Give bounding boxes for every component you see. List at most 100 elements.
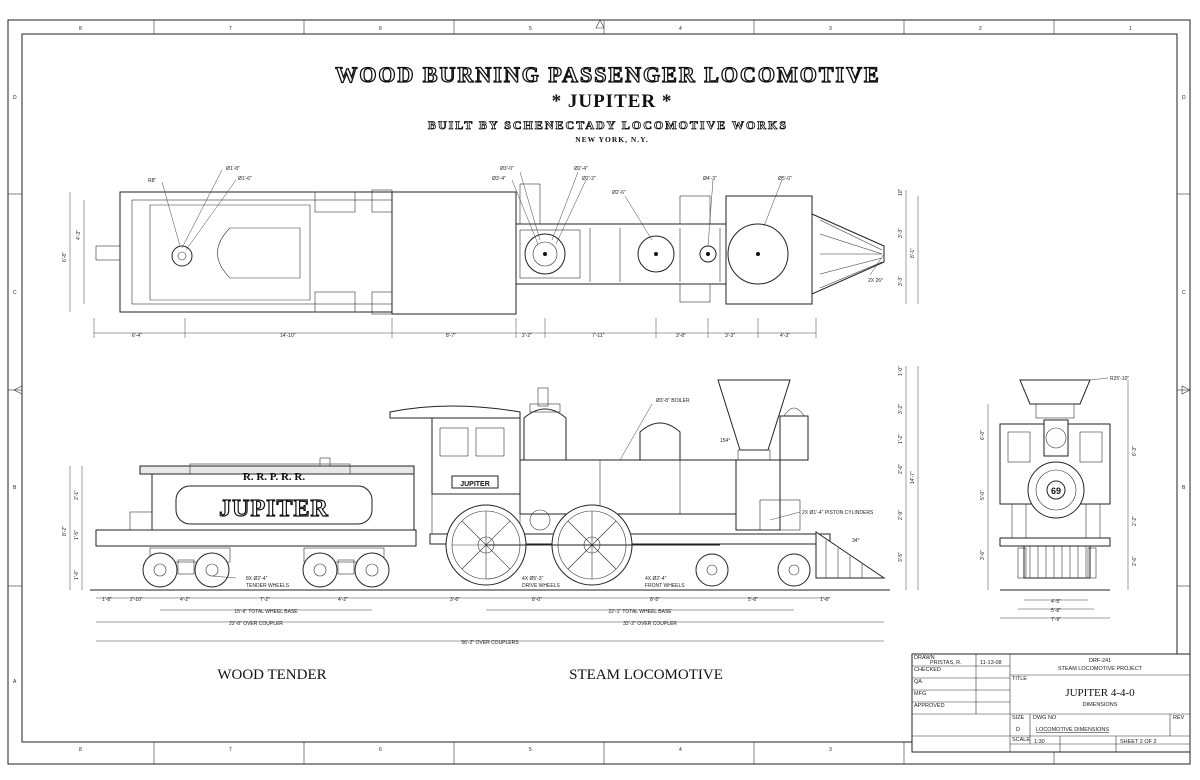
drive-wheels-note: 4X Ø5'-3" (522, 576, 544, 582)
dim-label: 1'-6" (820, 597, 830, 603)
col-label-bottom: 8 (79, 747, 82, 753)
tb-scale: 1:30 (1034, 739, 1045, 745)
drive-wheels-note: DRIVE WHEELS (522, 583, 560, 589)
dim-label: 3'-3" (725, 333, 735, 339)
col-label-top: 8 (79, 26, 82, 32)
dim-label: 1'-2" (898, 434, 904, 444)
dim-label: 3'-2" (898, 404, 904, 414)
col-label-top: 2 (979, 26, 982, 32)
tb-qa-label: QA (914, 679, 922, 685)
dim-label: 3'-8" (676, 333, 686, 339)
tender-wheels-note: TENDER WHEELS (246, 583, 290, 589)
col-label-bottom: 4 (679, 747, 682, 753)
row-label-left: D (13, 95, 17, 101)
locomotive-caption: STEAM LOCOMOTIVE (569, 667, 723, 683)
tb-sheet: SHEET 2 OF 2 (1120, 739, 1157, 745)
dim-label: Ø2'-2" (582, 176, 596, 182)
dim-label: 8'-5" (650, 597, 660, 603)
col-label-top: 1 (1129, 26, 1132, 32)
tb-dwg-no: LOCOMOTIVE DIMENSIONS (1036, 727, 1109, 733)
tender-lettering: R. R. P. R. R. (243, 471, 305, 483)
dim-label: 2'-2" (1132, 516, 1138, 526)
radius-note: R25'-10" (1110, 376, 1129, 382)
dim-label: 22'-1" TOTAL WHEEL BASE (608, 609, 672, 615)
angle-note: 34° (852, 538, 860, 544)
col-label-bottom: 7 (229, 747, 232, 753)
dim-label: 1'-5" (74, 530, 80, 540)
dim-label: 2'-10" (130, 597, 143, 603)
row-label-left: C (13, 290, 17, 296)
col-label-top: 7 (229, 26, 232, 32)
dim-label: 32'-2" OVER COUPLER (623, 621, 677, 627)
dim-label: 3'-5" (898, 552, 904, 562)
front-wheels-note: 4X Ø2'-4" (645, 576, 667, 582)
tb-mfg-label: MFG (914, 691, 926, 697)
dim-label: Ø3'-4" (492, 176, 506, 182)
location-text: NEW YORK, N.Y. (575, 135, 649, 144)
tb-project-no: DRF-241 (1089, 658, 1111, 664)
cab-nameplate: JUPITER (460, 481, 490, 488)
tb-scale-label: SCALE (1012, 737, 1030, 743)
tb-project: STEAM LOCOMOTIVE PROJECT (1058, 666, 1143, 672)
tender-wheels-note: 8X Ø2'-4" (246, 576, 268, 582)
top-view: R8" Ø1'-8" Ø1'-6" Ø3'-0" Ø3'-4" Ø2'-4" Ø… (62, 166, 919, 339)
col-label-top: 6 (379, 26, 382, 32)
tb-drawing-sub: DIMENSIONS (1083, 702, 1118, 708)
tb-drawn-label: DRAWN (914, 655, 935, 661)
dim-label: 56'-2" OVER COUPLERS (461, 640, 519, 646)
dim-label: 14'-10" (280, 333, 296, 339)
col-label-top: 5 (529, 26, 532, 32)
builder-text: BUILT BY SCHENECTADY LOCOMOTIVE WORKS (428, 118, 788, 132)
dim-label: 3'-3" (898, 228, 904, 238)
dim-label: 3'-3" (898, 276, 904, 286)
dim-label: 15'-6" TOTAL WHEEL BASE (234, 609, 298, 615)
row-label-right: B (1182, 485, 1186, 491)
dim-label: 10" (898, 188, 904, 196)
tb-drawing-title: JUPITER 4-4-0 (1065, 687, 1135, 699)
tb-size-label: SIZE (1012, 715, 1025, 721)
tb-date: 11-13-08 (980, 660, 1002, 666)
front-wheels-note: FRONT WHEELS (645, 583, 685, 589)
dim-label: Ø1'-6" (238, 176, 252, 182)
dim-label: Ø2'-6" (612, 190, 626, 196)
dim-label: 3'-6" (450, 597, 460, 603)
col-label-top: 3 (829, 26, 832, 32)
tb-dwg-label: DWG NO (1033, 715, 1057, 721)
drawing-title: WOOD BURNING PASSENGER LOCOMOTIVE (335, 62, 880, 87)
title-block: DRAWN PRISTAS, R. 11-13-08 CHECKED QA MF… (911, 653, 1191, 753)
dim-label: Ø5'-0" (778, 176, 792, 182)
dim-label: Ø1'-8" (226, 166, 240, 172)
row-label-left: B (13, 485, 17, 491)
dim-label: 14'-7" (910, 471, 916, 484)
dim-label: 5'-8" (748, 597, 758, 603)
dim-label: 2'-6" (1132, 556, 1138, 566)
col-label-bottom: 3 (829, 747, 832, 753)
front-view: 69 R25'-10" 4'-5" 5'-8" 7'-9" 6'-0" 5'-0… (980, 376, 1138, 623)
boiler-note: Ø3'-8" BOILER (656, 398, 690, 404)
dim-label: 1'-6" (74, 570, 80, 580)
dim-label: 8'-7" (446, 333, 456, 339)
tb-approved-label: APPROVED (914, 703, 945, 709)
dim-label: 3'-6" (980, 550, 986, 560)
dim-label: 4'-5" (1051, 599, 1061, 605)
row-label-right: C (1182, 290, 1186, 296)
dim-label: 8'-2" (62, 526, 68, 536)
front-number: 69 (1051, 486, 1061, 496)
angle-note: 154° (720, 438, 730, 444)
tender-caption: WOOD TENDER (217, 667, 326, 683)
tb-checked-label: CHECKED (914, 667, 941, 673)
dim-label: 1'-8" (102, 597, 112, 603)
dim-label: 2'-6" (898, 464, 904, 474)
tb-title-label: TITLE (1012, 676, 1027, 682)
row-label-left: A (13, 679, 17, 685)
dim-label: R8" (148, 178, 156, 184)
side-view: R. R. P. R. R. JUPITER JUPITER (62, 366, 919, 646)
dim-label: 4'-2" (338, 597, 348, 603)
col-label-bottom: 6 (379, 747, 382, 753)
col-label-bottom: 5 (529, 747, 532, 753)
tb-size: D (1016, 727, 1020, 733)
dim-label: 5'-0" (980, 490, 986, 500)
dim-label: 2'-9" (898, 510, 904, 520)
